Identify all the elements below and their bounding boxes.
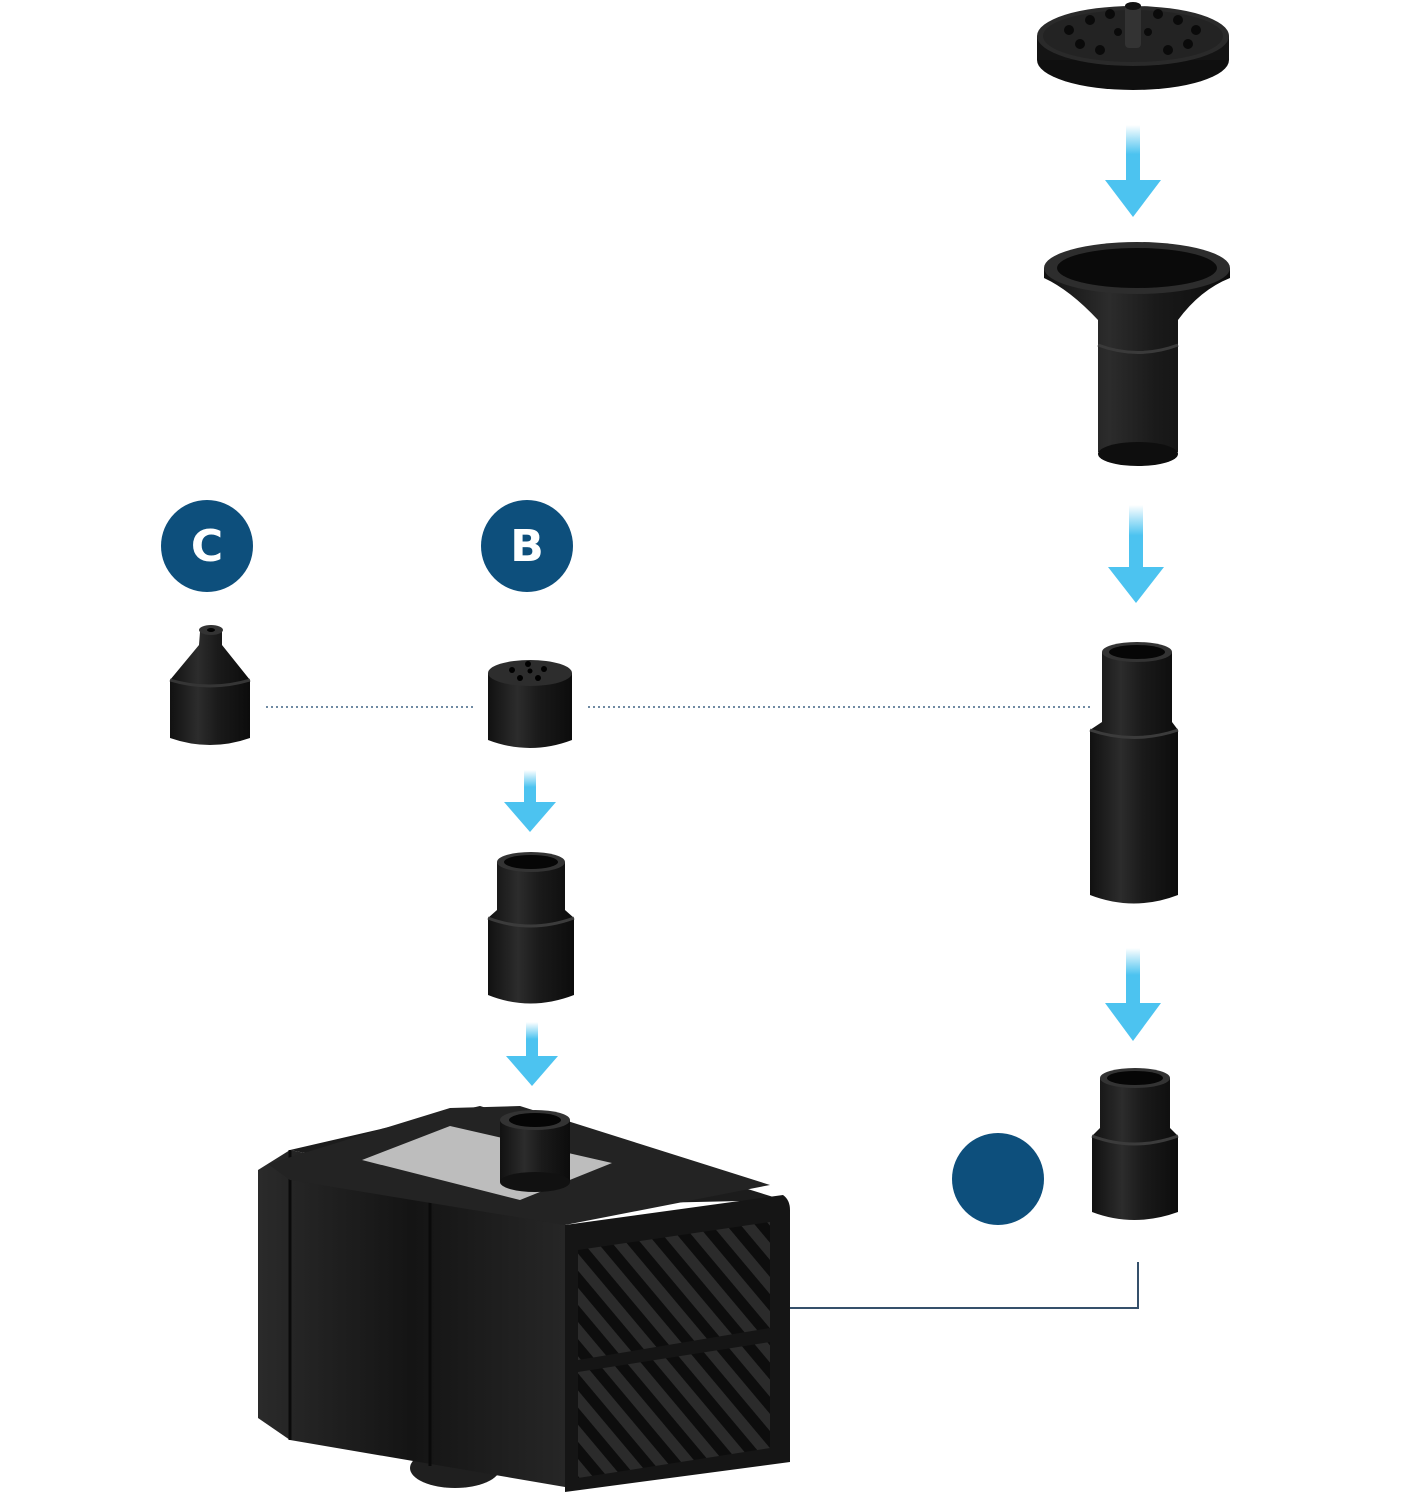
pump-intake-grill-lower (578, 1342, 770, 1478)
funnel-nozzle (1044, 242, 1230, 466)
pump-adapter-right (1091, 1068, 1179, 1220)
badge-c-label: C (190, 520, 224, 572)
badge-b-label: B (510, 520, 544, 572)
pump-connector-line (768, 1262, 1139, 1309)
arrow-down-icon (506, 1022, 558, 1086)
fountain-head-disc (1037, 2, 1229, 90)
extension-tube (1089, 642, 1179, 904)
pump-intake-grill-upper (578, 1222, 770, 1360)
arrow-down-icon (504, 770, 556, 832)
badge-a (952, 1133, 1044, 1225)
nozzle-c (169, 625, 251, 745)
badge-c: C (161, 500, 253, 592)
arrow-down-icon (1105, 948, 1161, 1041)
arrow-down-icon (1105, 125, 1161, 217)
submersible-pump (258, 1106, 790, 1492)
badge-b: B (481, 500, 573, 592)
nozzle-b (488, 660, 572, 748)
pump-adapter-middle (487, 852, 575, 1004)
arrow-down-icon (1108, 505, 1164, 603)
